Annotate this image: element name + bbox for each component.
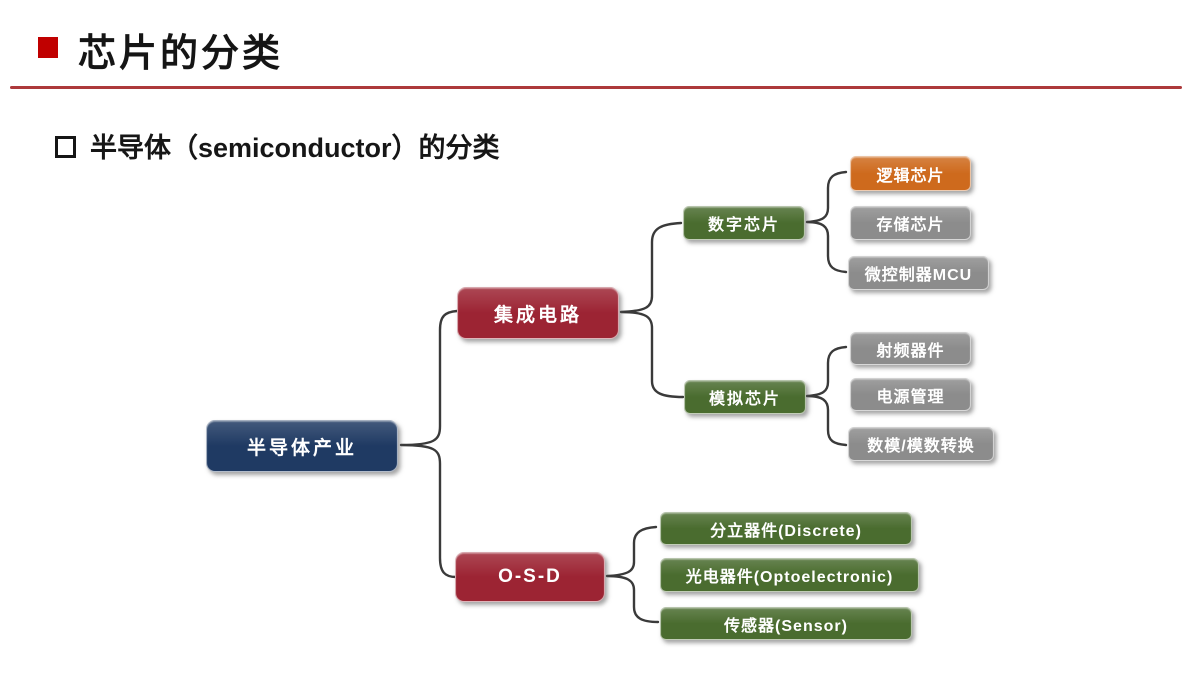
node-logic-chip: 逻辑芯片: [850, 156, 971, 191]
node-optoelectronic-device: 光电器件(Optoelectronic): [660, 558, 919, 592]
subtitle: 半导体（semiconductor）的分类: [90, 133, 500, 163]
hollow-square-bullet-icon: [55, 135, 76, 158]
connector-digital: [805, 170, 848, 274]
subtitle-row: 半导体（semiconductor）的分类: [55, 126, 500, 165]
connector-analog: [805, 345, 848, 447]
node-sensor: 传感器(Sensor): [660, 607, 912, 640]
connector-osd: [605, 525, 660, 624]
red-square-bullet-icon: [38, 37, 58, 58]
node-power-management: 电源管理: [850, 378, 971, 411]
node-discrete-device: 分立器件(Discrete): [660, 512, 912, 545]
node-semiconductor-industry: 半导体产业: [206, 420, 398, 472]
node-analog-chip: 模拟芯片: [684, 380, 806, 414]
title-divider: [10, 86, 1182, 89]
node-memory-chip: 存储芯片: [850, 206, 971, 240]
connector-ic: [619, 221, 685, 399]
connector-root: [399, 309, 459, 579]
page-title: 芯片的分类: [78, 33, 284, 75]
node-rf-device: 射频器件: [850, 332, 971, 365]
node-digital-chip: 数字芯片: [683, 206, 805, 240]
node-adc-dac-converter: 数模/模数转换: [848, 427, 994, 461]
node-osd: O-S-D: [455, 552, 605, 602]
node-mcu: 微控制器MCU: [848, 256, 989, 290]
node-integrated-circuit: 集成电路: [457, 287, 619, 339]
